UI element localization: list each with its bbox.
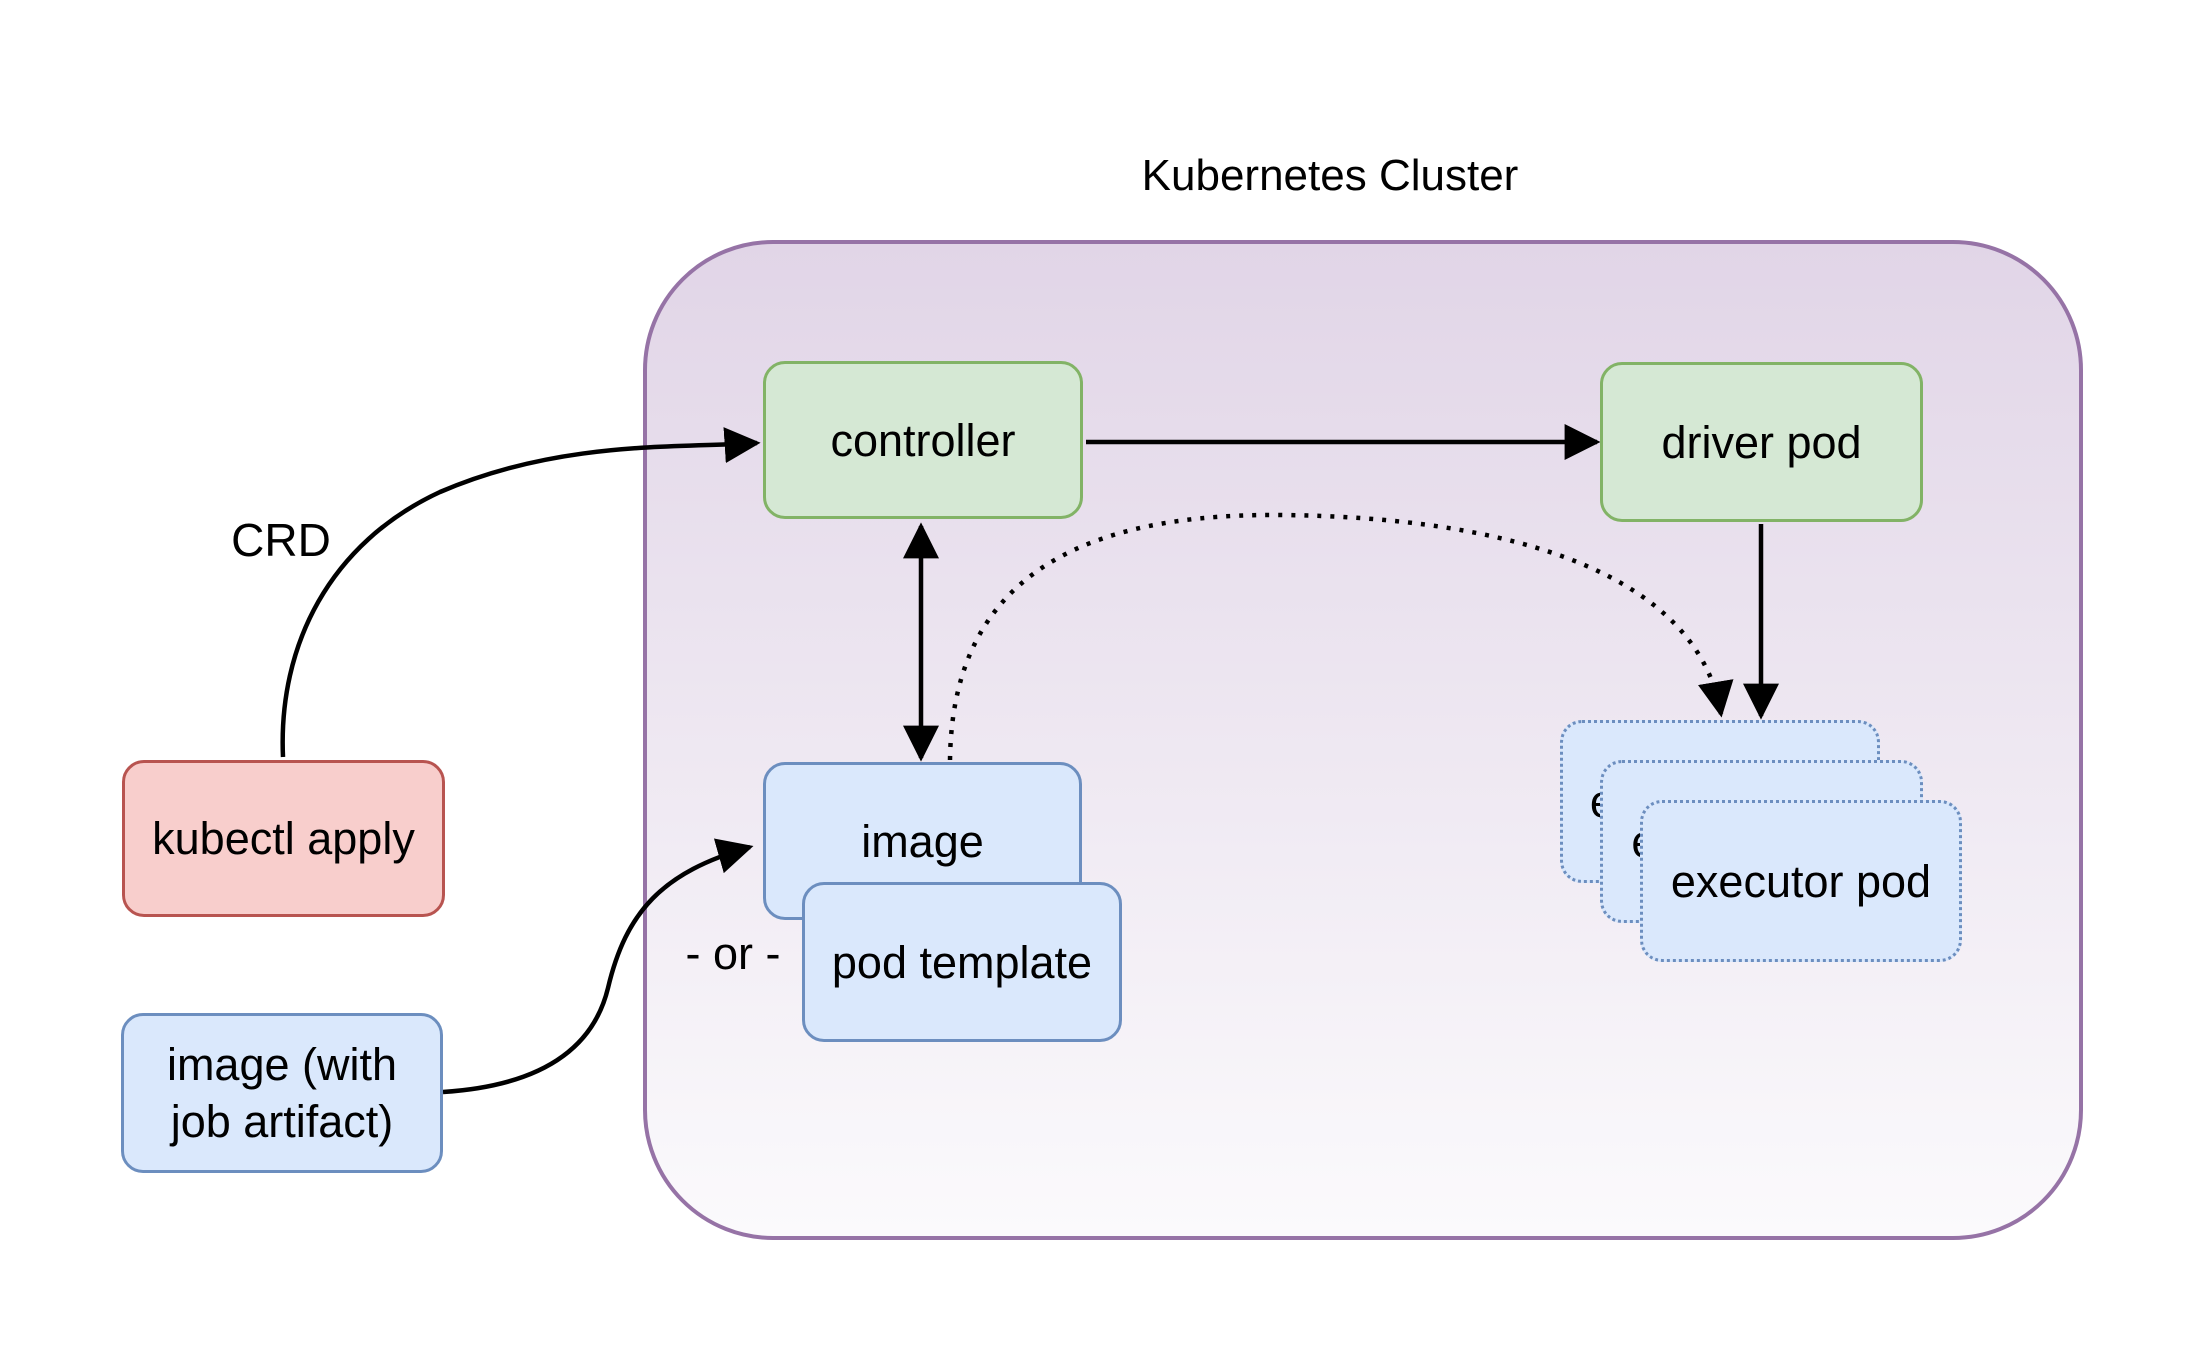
node-image-with-job-artifact-line1: image (with <box>166 1039 398 1090</box>
node-executor-pod-3-label: executor pod <box>1670 855 1932 907</box>
edge-label-crd: CRD <box>231 514 331 566</box>
node-image-label: image <box>861 815 984 867</box>
node-controller: controller <box>763 361 1083 519</box>
node-kubectl-apply-label: kubectl apply <box>152 813 415 864</box>
node-pod-template: pod template <box>802 882 1122 1042</box>
node-driver-pod: driver pod <box>1600 362 1923 522</box>
node-driver-pod-label: driver pod <box>1661 416 1862 468</box>
node-pod-template-label: pod template <box>831 936 1093 988</box>
node-controller-label: controller <box>830 414 1016 466</box>
node-image-with-job-artifact: image (with job artifact) <box>121 1013 443 1173</box>
node-executor-pod-3: executor pod <box>1640 800 1962 962</box>
edge-label-or: - or - <box>685 928 781 979</box>
node-image-with-job-artifact-line2: job artifact) <box>170 1096 394 1147</box>
cluster-title: Kubernetes Cluster <box>1141 151 1519 200</box>
node-kubectl-apply: kubectl apply <box>122 760 445 917</box>
